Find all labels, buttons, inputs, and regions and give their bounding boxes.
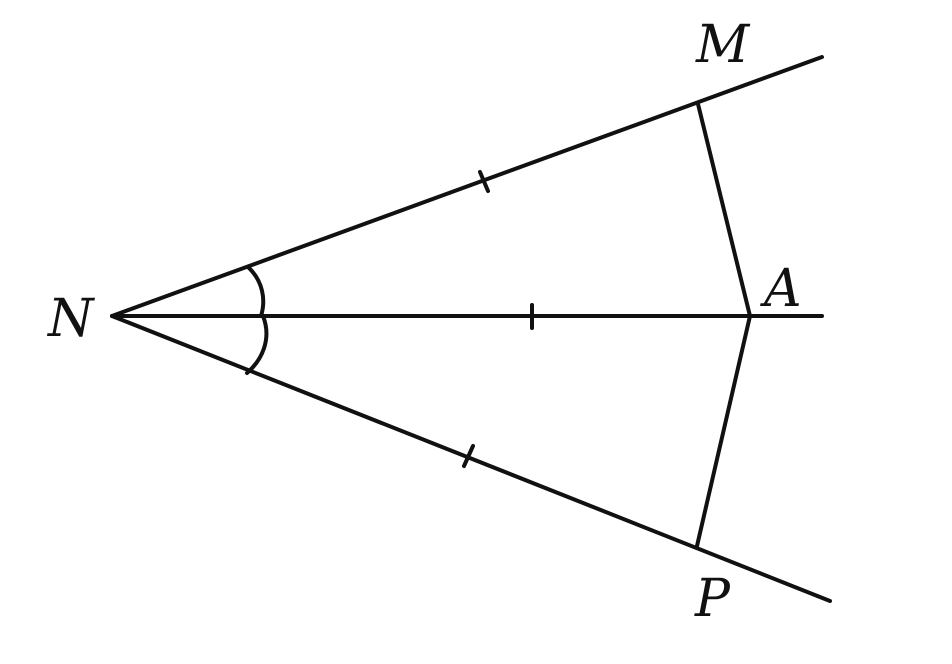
segment-ma — [696, 102, 752, 318]
ray-nm — [110, 55, 824, 318]
ray-np — [110, 314, 832, 603]
point-label-n: N — [46, 289, 95, 349]
point-label-m: M — [695, 15, 751, 75]
segment-ap — [695, 314, 752, 548]
point-label-a: A — [760, 259, 802, 319]
tick-mark-nm — [478, 170, 490, 193]
point-label-p: P — [694, 569, 731, 629]
tick-mark-np — [462, 444, 475, 468]
angle-arc-anp — [245, 314, 269, 375]
angle-arc-mna — [246, 265, 266, 318]
